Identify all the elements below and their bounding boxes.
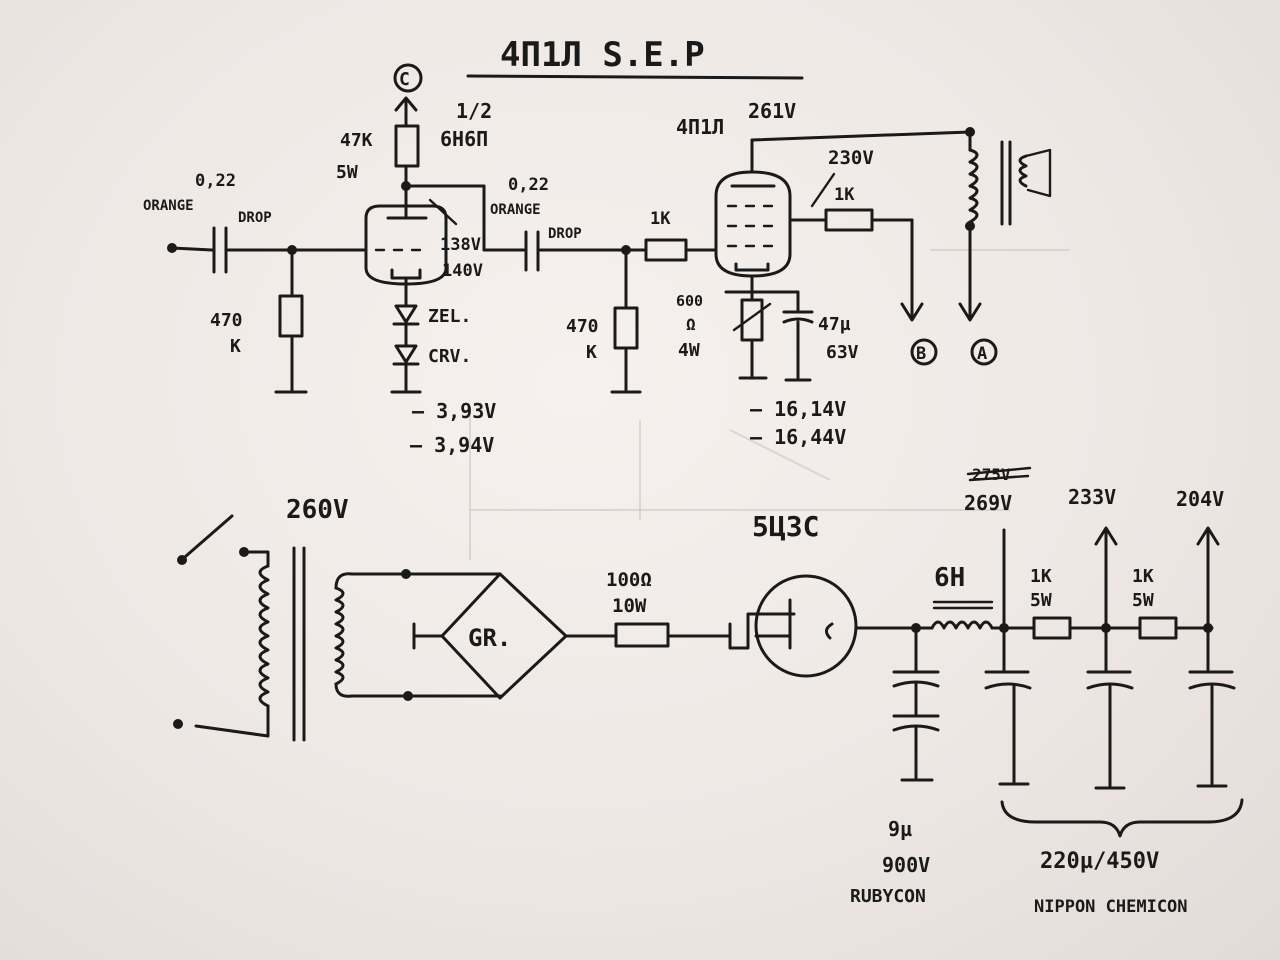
tap-1-voltage: 269V <box>964 491 1012 515</box>
plate-voltage-2: 140V <box>442 261 483 281</box>
terminal-c-label: C <box>399 69 410 90</box>
cathode-resistor <box>740 298 764 342</box>
screen-voltage-pointer <box>810 172 836 208</box>
tap-2-voltage: 233V <box>1068 485 1116 509</box>
input-cap-type-2: DROP <box>238 210 272 226</box>
tap-2-arrow <box>1094 526 1118 546</box>
input-cap-value: 0,22 <box>195 171 236 191</box>
mains-terminal-2 <box>173 719 183 729</box>
output-cathode-voltage-1: — 16,14V <box>750 397 846 421</box>
grid-resistor-2-unit: K <box>586 342 597 363</box>
output-plate-voltage: 261V <box>748 99 796 123</box>
supply-arrow-c <box>394 96 418 112</box>
coupling-cap-value: 0,22 <box>508 175 549 195</box>
series-resistor-value: 100Ω <box>606 569 652 591</box>
terminal-b <box>910 338 938 366</box>
screen-resistor-value: 1K <box>834 185 855 205</box>
pentode-envelope <box>714 170 792 278</box>
terminal-a <box>970 338 998 366</box>
transformer-voltage: 260V <box>286 495 349 525</box>
plate-voltage-pointer <box>428 198 458 226</box>
zener-diode <box>394 304 418 324</box>
plate-resistor-power: 5W <box>336 162 358 183</box>
cathode-cap-value: 47µ <box>818 314 851 335</box>
output-cathode-voltage-2: — 16,44V <box>750 425 846 449</box>
grid-resistor-2-value: 470 <box>566 316 599 337</box>
grid-stopper-value: 1K <box>650 209 671 229</box>
terminal-c <box>393 63 423 93</box>
pentode-filament <box>734 262 770 272</box>
cathode-cap-plate-b <box>782 317 814 324</box>
terminal-b-arrow <box>900 302 924 322</box>
cathode-resistor-unit: Ω <box>686 315 696 334</box>
choke-label: 6H <box>934 563 965 593</box>
coupling-cap-type-1: ORANGE <box>490 202 541 218</box>
tap-1-struck: 275V <box>972 465 1011 484</box>
dropper-1-value: 1K <box>1030 566 1052 587</box>
series-resistor-power: 10W <box>612 595 647 617</box>
dropper-1-power: 5W <box>1030 590 1052 611</box>
series-resistor <box>614 622 670 648</box>
dropper-2-power: 5W <box>1132 590 1154 611</box>
main-caps-brand: NIPPON CHEMICON <box>1034 897 1188 917</box>
rectifier-tube: 5Ц3С <box>728 510 934 678</box>
mains-switch <box>184 514 234 558</box>
mains-terminal-1 <box>177 555 187 565</box>
grid-stopper-resistor <box>644 238 688 262</box>
triode-envelope <box>364 204 448 286</box>
preamp-tube-label: 6Н6П <box>440 127 488 151</box>
power-supply: 260V GR. 100Ω 10W <box>173 465 1244 917</box>
bridge-label: GR. <box>468 624 511 652</box>
tap-3-voltage: 204V <box>1176 487 1224 511</box>
grid-resistor-2 <box>613 306 639 350</box>
plate-resistor-value: 47K <box>340 130 373 151</box>
plate-resistor <box>394 124 420 168</box>
dropper-2-value: 1K <box>1132 566 1154 587</box>
output-stage: 1K 4П1Л 261V B 1K 230V <box>624 99 1052 449</box>
choke <box>930 620 994 630</box>
diode-2-label: CRV. <box>428 346 471 367</box>
grid-resistor-1-unit: K <box>230 336 241 357</box>
crv-diode <box>394 344 418 364</box>
cathode-resistor-adjust <box>732 302 772 332</box>
bleed-through-marks <box>469 249 1070 560</box>
output-tube-label: 4П1Л <box>676 115 724 139</box>
terminal-a-label: A <box>977 344 987 364</box>
preamp-cathode-voltage-2: — 3,94V <box>410 433 494 457</box>
input-cap-type-1: ORANGE <box>143 198 194 214</box>
diode-1-label: ZEL. <box>428 306 471 327</box>
title-text: 4П1Л S.E.P <box>500 35 705 75</box>
plate-voltage-1: 138V <box>440 235 481 255</box>
preamp-cathode-voltage-1: — 3,93V <box>412 399 496 423</box>
cathode-resistor-power: 4W <box>678 340 700 361</box>
tube-half: 1/2 <box>456 99 492 123</box>
dropper-resistor-2 <box>1138 616 1178 640</box>
terminal-a-arrow <box>958 302 982 322</box>
preamp-stage: 0,22 ORANGE DROP 470 K C 47K 5W 1/2 6Н6П <box>143 63 642 457</box>
grid-resistor-1 <box>278 294 304 338</box>
cathode-cap-voltage: 63V <box>826 342 859 363</box>
schematic-title: 4П1Л S.E.P <box>466 35 804 80</box>
tap-3-arrow <box>1196 526 1220 546</box>
dropper-resistor-1 <box>1032 616 1072 640</box>
rectifier-label: 5Ц3С <box>752 510 819 543</box>
bridge-rectifier: GR. <box>401 569 568 701</box>
main-caps-value: 220µ/450V <box>1040 849 1159 874</box>
cathode-resistor-value: 600 <box>676 292 703 310</box>
screen-resistor <box>824 208 874 232</box>
first-cap-voltage: 900V <box>882 853 930 877</box>
first-cap-brand: RUBYCON <box>850 886 926 907</box>
screen-voltage: 230V <box>828 147 874 169</box>
power-transformer <box>194 546 410 742</box>
cap-group-brace <box>1000 798 1244 838</box>
grid-resistor-1-value: 470 <box>210 310 243 331</box>
terminal-b-label: B <box>916 344 926 364</box>
coupling-cap-type-2: DROP <box>548 226 582 242</box>
output-transformer: A <box>958 130 1052 366</box>
first-cap-value: 9µ <box>888 817 912 841</box>
